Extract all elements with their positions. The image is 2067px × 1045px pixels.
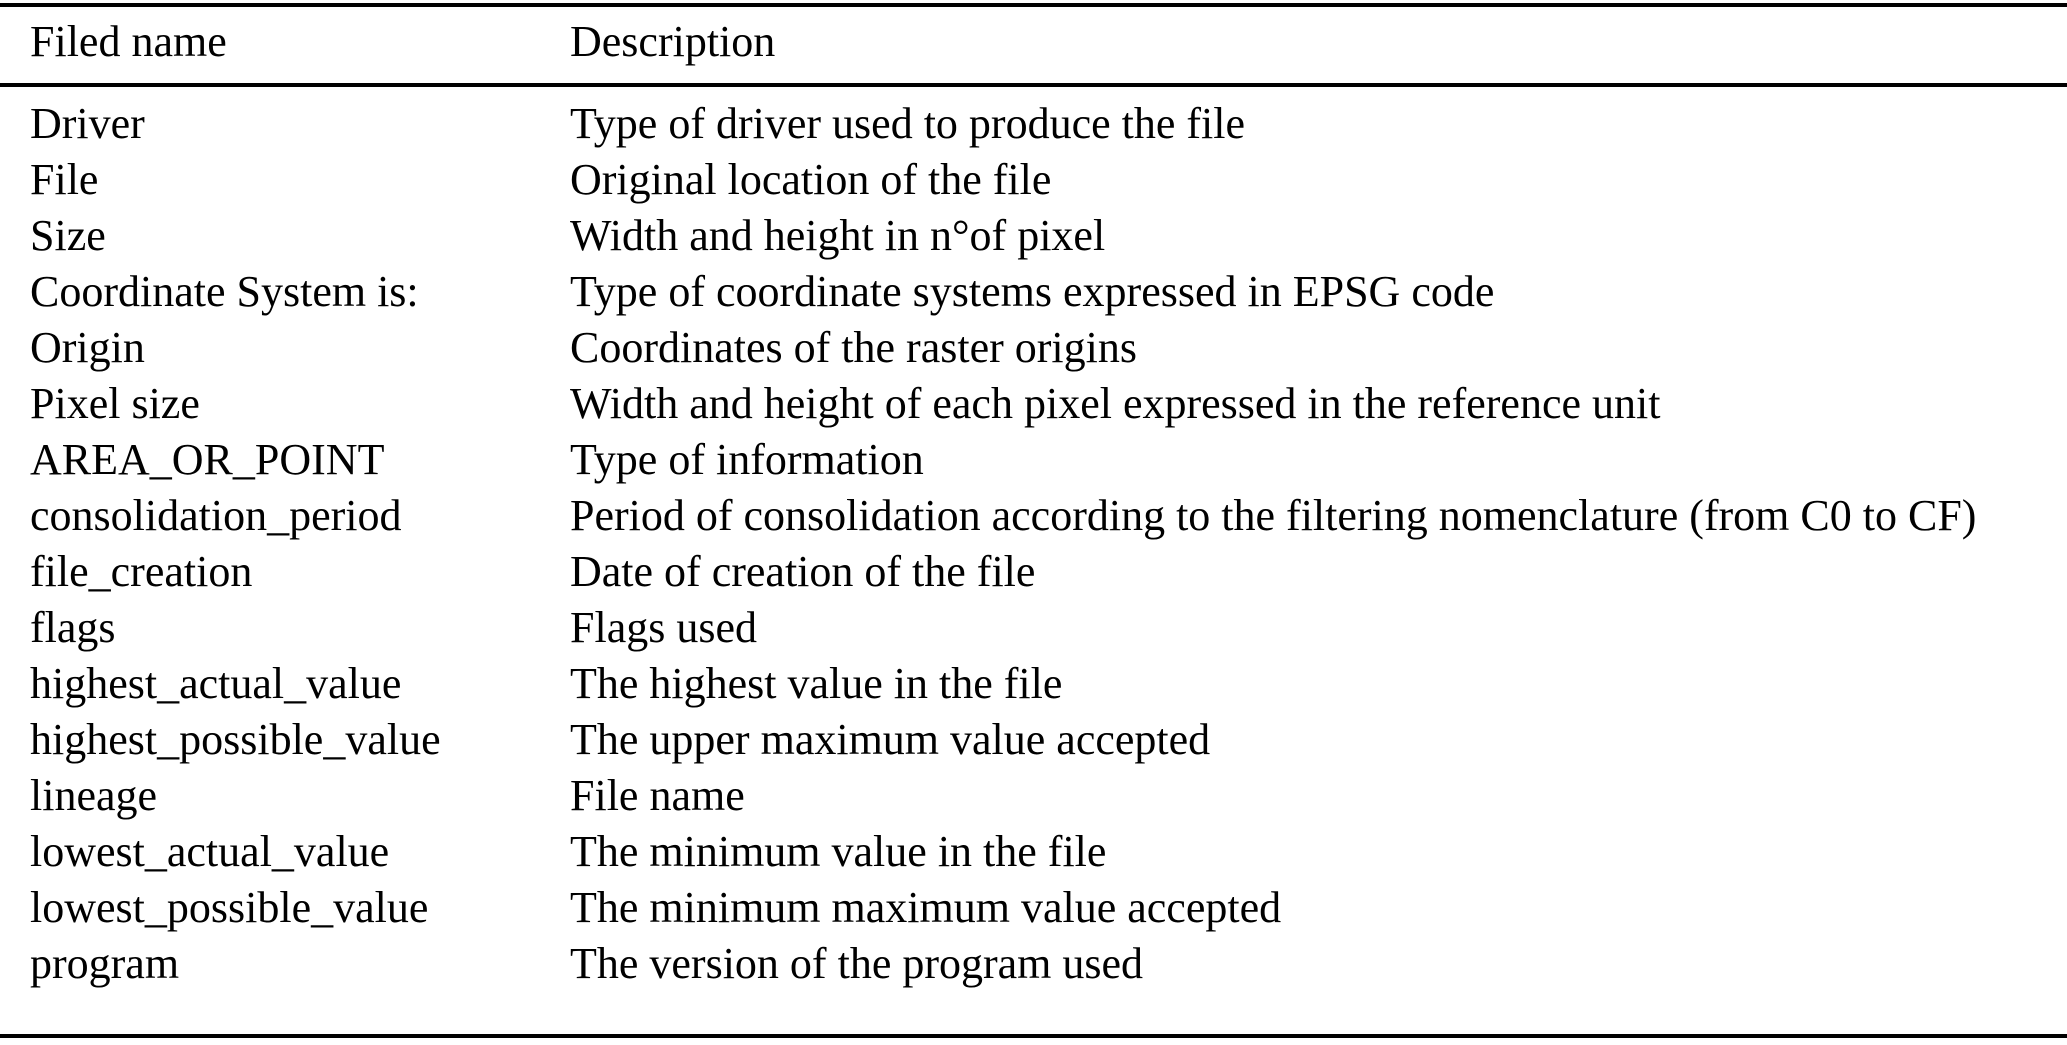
cell-description: Width and height in n°of pixel: [570, 211, 1106, 260]
cell-field-name: program: [30, 939, 180, 988]
table-row: program The version of the program used: [0, 936, 2067, 992]
cell-description: The minimum value in the file: [570, 827, 1107, 876]
table-row: Origin Coordinates of the raster origins: [0, 320, 2067, 376]
cell-field-name: Coordinate System is:: [30, 267, 419, 316]
cell-description: Type of information: [570, 435, 924, 484]
cell-description: Flags used: [570, 603, 757, 652]
table-row: AREA_OR_POINT Type of information: [0, 432, 2067, 488]
table-row: highest_actual_value The highest value in…: [0, 656, 2067, 712]
table-row: file_creation Date of creation of the fil…: [0, 544, 2067, 600]
table-row: highest_possible_value The upper maximum …: [0, 712, 2067, 768]
cell-field-name: File: [30, 155, 99, 204]
table-header-rule: [0, 83, 2067, 87]
column-header-description: Description: [570, 17, 776, 66]
table-header-row: Filed name Description: [0, 0, 2067, 83]
cell-field-name: Pixel size: [30, 379, 200, 428]
cell-field-name: AREA_OR_POINT: [30, 435, 385, 484]
table-row: lineage File name: [0, 768, 2067, 824]
cell-description: The upper maximum value accepted: [570, 715, 1211, 764]
cell-field-name: Driver: [30, 99, 145, 148]
cell-field-name: highest_actual_value: [30, 659, 402, 708]
table-header: Filed name Description: [0, 0, 2067, 83]
field-description-table: Filed name Description Driver Type of dri…: [0, 0, 2067, 1014]
cell-description: Type of coordinate systems expressed in …: [570, 267, 1495, 316]
table-row: consolidation_period Period of consolidat…: [0, 488, 2067, 544]
table-row: Driver Type of driver used to produce the…: [0, 96, 2067, 152]
cell-field-name: lowest_actual_value: [30, 827, 390, 876]
table-row: File Original location of the file: [0, 152, 2067, 208]
cell-field-name: file_creation: [30, 547, 253, 596]
table-top-rule: [0, 3, 2067, 7]
cell-description: Period of consolidation according to the…: [570, 491, 1977, 540]
cell-field-name: highest_possible_value: [30, 715, 441, 764]
header-gap-row: [0, 83, 2067, 96]
cell-description: Type of driver used to produce the file: [570, 99, 1246, 148]
cell-field-name: flags: [30, 603, 116, 652]
table-row: Coordinate System is: Type of coordinate …: [0, 264, 2067, 320]
table-row: Pixel size Width and height of each pixel…: [0, 376, 2067, 432]
cell-description: Original location of the file: [570, 155, 1052, 204]
table-row: flags Flags used: [0, 600, 2067, 656]
table-body: Driver Type of driver used to produce the…: [0, 83, 2067, 1014]
table-tail-gap-row: [0, 992, 2067, 1014]
cell-description: Coordinates of the raster origins: [570, 323, 1137, 372]
cell-description: The highest value in the file: [570, 659, 1063, 708]
cell-field-name: Size: [30, 211, 106, 260]
cell-description: The version of the program used: [570, 939, 1144, 988]
cell-field-name: Origin: [30, 323, 145, 372]
cell-description: File name: [570, 771, 745, 820]
cell-field-name: consolidation_period: [30, 491, 402, 540]
cell-description: Width and height of each pixel expressed…: [570, 379, 1661, 428]
cell-description: Date of creation of the file: [570, 547, 1036, 596]
cell-description: The minimum maximum value accepted: [570, 883, 1282, 932]
table-row: Size Width and height in n°of pixel: [0, 208, 2067, 264]
column-header-field-name: Filed name: [30, 17, 227, 66]
table-row: lowest_actual_value The minimum value in …: [0, 824, 2067, 880]
table-row: lowest_possible_value The minimum maximum…: [0, 880, 2067, 936]
cell-field-name: lowest_possible_value: [30, 883, 429, 932]
cell-field-name: lineage: [30, 771, 158, 820]
table-bottom-rule: [0, 1034, 2067, 1038]
